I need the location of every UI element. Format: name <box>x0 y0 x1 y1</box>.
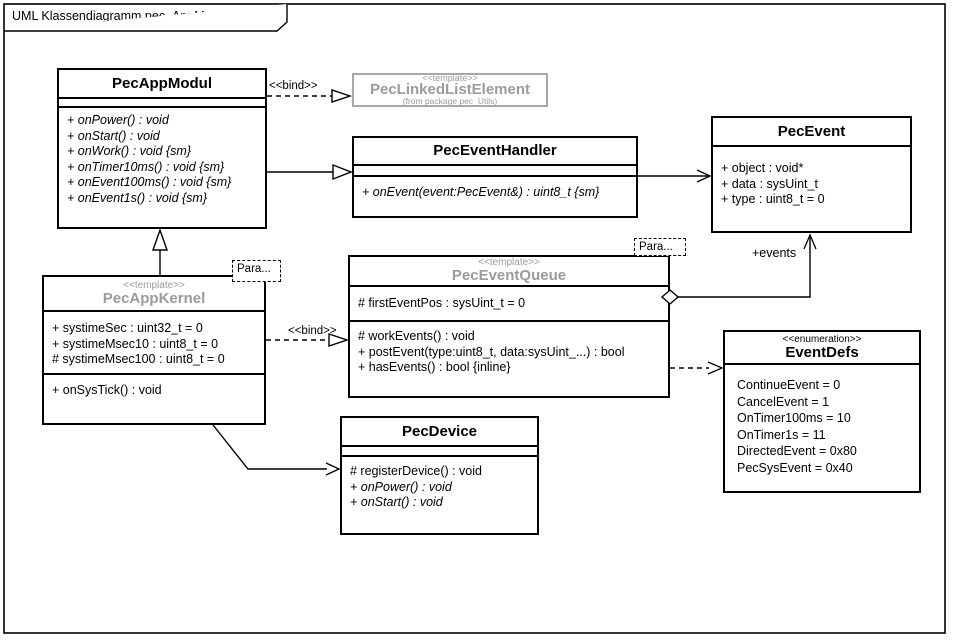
class-peclinkedlistelement[interactable]: <<template>> PecLinkedListElement (from … <box>352 73 548 107</box>
operation: + onTimer10ms() : void {sm} <box>67 159 225 174</box>
package-origin: (from package pec_Utils) <box>402 96 498 106</box>
operation: + onPower() : void <box>350 479 452 494</box>
class-pecappmodul[interactable]: PecAppModul + onPower() : void + onStart… <box>57 68 267 229</box>
operation: + onEvent100ms() : void {sm} <box>67 175 232 189</box>
attribute: # systimeMsec100 : uint8_t = 0 <box>52 352 225 366</box>
operations-compartment: # registerDevice() : void + onPower() : … <box>342 457 537 511</box>
attributes-compartment <box>59 99 265 108</box>
attribute: + systimeSec : uint32_t = 0 <box>52 321 203 335</box>
attributes-compartment: + systimeSec : uint32_t = 0 + systimeMse… <box>44 312 264 375</box>
attribute: + object : void* <box>721 161 804 175</box>
operations-compartment: # workEvents() : void + postEvent(type:u… <box>350 322 668 376</box>
attributes-compartment: # firstEventPos : sysUint_t = 0 <box>350 287 668 322</box>
operations-compartment: + onPower() : void + onStart() : void + … <box>59 108 265 206</box>
enum-literal: PecSysEvent = 0x40 <box>737 460 853 475</box>
class-pecevent[interactable]: PecEvent + object : void* + data : sysUi… <box>711 116 912 233</box>
enum-literal: CancelEvent = 1 <box>737 394 830 409</box>
operation: + hasEvents() : bool {inline} <box>358 360 511 374</box>
enum-literal: DirectedEvent = 0x80 <box>737 444 857 458</box>
operation: + onStart() : void <box>67 128 160 143</box>
operation: + onSysTick() : void <box>52 383 162 397</box>
operation: # workEvents() : void <box>358 329 475 343</box>
class-title: <<template>> PecAppKernel <box>44 277 264 312</box>
class-title: PecAppModul <box>59 70 265 99</box>
operation: + onEvent(event:PecEvent&) : uint8_t {sm… <box>362 185 600 199</box>
class-peceventhandler[interactable]: PecEventHandler + onEvent(event:PecEvent… <box>352 136 638 218</box>
attributes-compartment <box>342 447 537 457</box>
operations-compartment: + onEvent(event:PecEvent&) : uint8_t {sm… <box>354 177 636 201</box>
attribute: + type : uint8_t = 0 <box>721 192 825 206</box>
operation: + onStart() : void <box>350 495 443 509</box>
class-title: <<template>> PecEventQueue <box>350 257 668 287</box>
attributes-compartment <box>354 166 636 177</box>
class-peceventqueue[interactable]: <<template>> PecEventQueue # firstEventP… <box>348 255 670 398</box>
enum-literal: OnTimer100ms = 10 <box>737 411 851 425</box>
operation: + onWork() : void {sm} <box>67 144 191 158</box>
stereotype: <<enumeration>> <box>782 333 862 345</box>
enum-literal: OnTimer1s = 11 <box>737 427 826 442</box>
stereotype: <<template>> <box>123 279 185 291</box>
attributes-compartment: + object : void* + data : sysUint_t + ty… <box>713 147 910 208</box>
attribute: # firstEventPos : sysUint_t = 0 <box>358 296 526 310</box>
class-title: <<enumeration>> EventDefs <box>725 332 919 365</box>
class-title: <<template>> PecLinkedListElement (from … <box>369 73 531 106</box>
diagram-title: UML Klassendiagramm pec_AppManagement <box>12 9 268 23</box>
class-title: PecDevice <box>342 418 537 447</box>
class-pecdevice[interactable]: PecDevice # registerDevice() : void + on… <box>340 416 539 535</box>
attribute: + data : sysUint_t <box>721 176 818 191</box>
operation: + onEvent1s() : void {sm} <box>67 190 208 205</box>
attribute: + systimeMsec10 : uint8_t = 0 <box>52 336 219 351</box>
class-pecappkernel[interactable]: <<template>> PecAppKernel + systimeSec :… <box>42 275 266 425</box>
literals-compartment: ContinueEvent = 0 CancelEvent = 1 OnTime… <box>725 365 919 476</box>
enum-literal: ContinueEvent = 0 <box>737 378 841 392</box>
class-eventdefs[interactable]: <<enumeration>> EventDefs ContinueEvent … <box>723 330 921 493</box>
class-title: PecEvent <box>713 118 910 147</box>
operations-compartment: + onSysTick() : void <box>44 375 264 399</box>
class-title: PecEventHandler <box>354 138 636 166</box>
operation: # registerDevice() : void <box>350 464 482 478</box>
operation: + onPower() : void <box>67 113 169 127</box>
operation: + postEvent(type:uint8_t, data:sysUint_.… <box>358 344 625 359</box>
